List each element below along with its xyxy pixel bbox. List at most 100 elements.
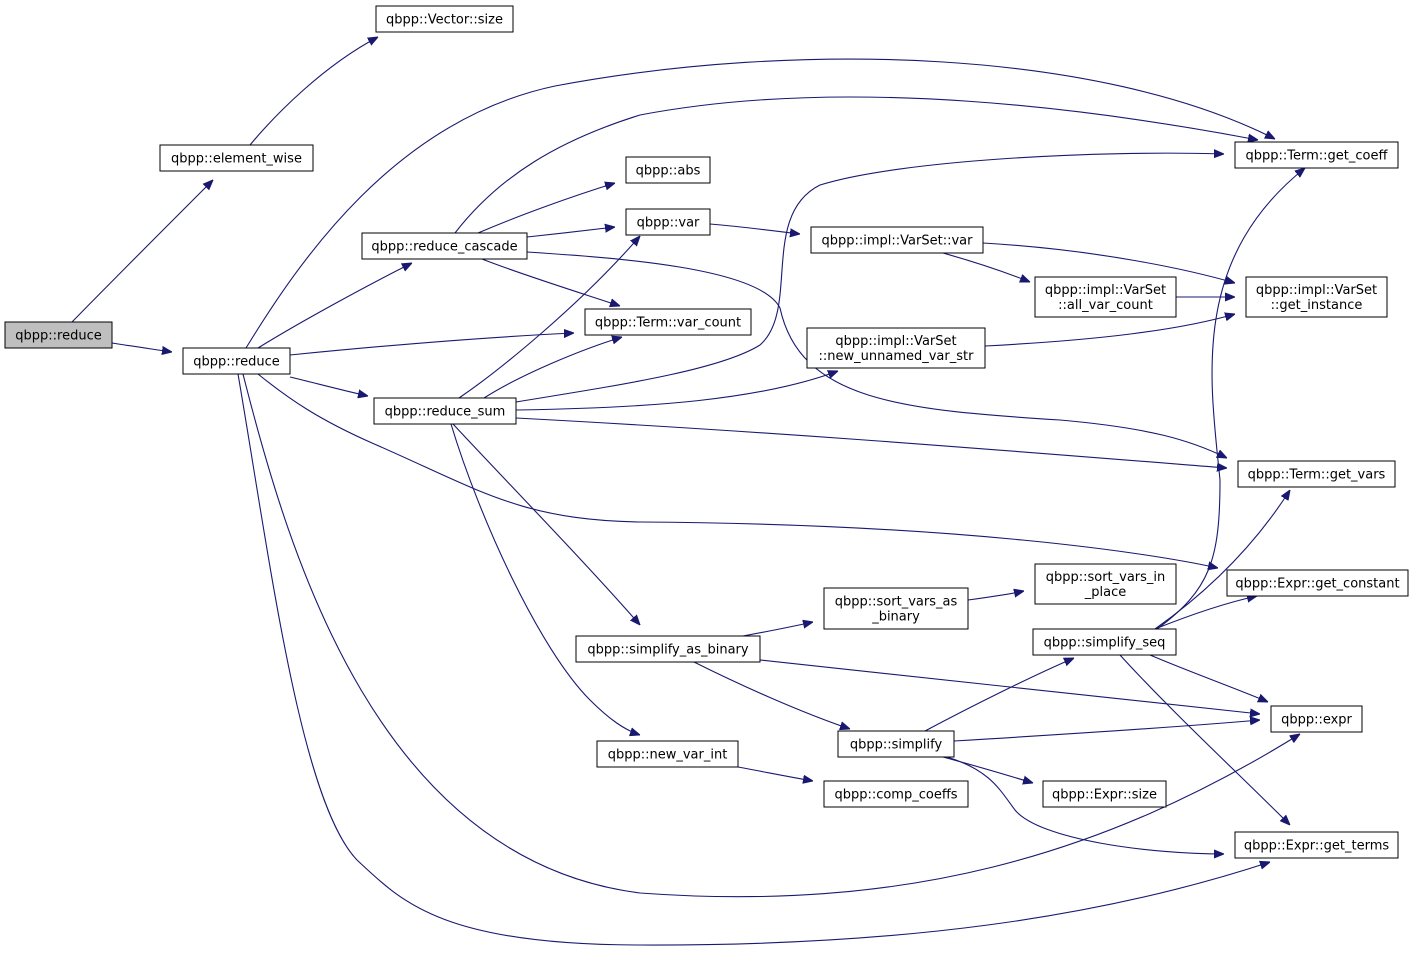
edge-reduce-cascade-to-term-var-count	[481, 258, 620, 306]
node-label: qbpp::Expr::get_constant	[1235, 577, 1399, 592]
edge-reduce-root-to-element-wise	[71, 180, 213, 323]
node-expr-get-terms[interactable]: qbpp::Expr::get_terms	[1234, 831, 1399, 859]
edge-reduce-sum-to-term-var-count	[483, 337, 622, 399]
node-label: qbpp::reduce	[15, 329, 101, 344]
node-term-get-coeff[interactable]: qbpp::Term::get_coeff	[1234, 141, 1399, 169]
node-label: qbpp::reduce_sum	[385, 405, 506, 420]
node-expr-size[interactable]: qbpp::Expr::size	[1042, 780, 1167, 808]
node-label: qbpp::impl::VarSet	[1045, 283, 1166, 298]
node-simplify-seq[interactable]: qbpp::simplify_seq	[1032, 628, 1177, 656]
node-box	[823, 587, 969, 630]
edge-element-wise-to-vector-size	[249, 37, 378, 146]
node-label: qbpp::impl::VarSet	[835, 334, 956, 349]
edge-simplify-seq-to-expr	[1149, 654, 1268, 702]
node-box	[373, 397, 517, 425]
node-label: qbpp::abs	[636, 164, 701, 179]
edge-reduce-cascade-to-abs	[477, 183, 615, 234]
edge-simplify-as-binary-to-simplify	[693, 661, 850, 729]
edge-reduce-to-reduce-cascade	[257, 263, 412, 349]
edges	[71, 37, 1305, 946]
node-sort-vars-in-place[interactable]: qbpp::sort_vars_in_place	[1034, 563, 1177, 605]
node-sort-vars-as-binary[interactable]: qbpp::sort_vars_as_binary	[823, 587, 969, 630]
node-label: _place	[1084, 585, 1126, 600]
node-label: qbpp::simplify_seq	[1044, 636, 1166, 651]
edge-simplify-to-simplify-seq	[924, 658, 1074, 732]
node-box	[823, 780, 969, 808]
node-label: qbpp::simplify	[850, 738, 943, 753]
edge-reduce-to-reduce-sum	[289, 376, 368, 396]
node-label: ::get_instance	[1271, 298, 1363, 313]
node-box	[1226, 569, 1409, 597]
node-box	[1234, 141, 1399, 169]
node-label: qbpp::expr	[1281, 713, 1352, 728]
edge-reduce-cascade-to-var	[526, 227, 615, 238]
edge-varset-var-to-get-instance	[982, 242, 1235, 283]
edge-reduce-to-expr	[242, 373, 1300, 898]
node-box	[584, 308, 752, 336]
node-new-var-int[interactable]: qbpp::new_var_int	[596, 740, 739, 768]
edge-simplify-seq-to-term-get-coeff	[1156, 168, 1305, 630]
node-box	[837, 730, 955, 758]
node-box	[159, 144, 314, 172]
node-expr-get-constant[interactable]: qbpp::Expr::get_constant	[1226, 569, 1409, 597]
node-label: qbpp::Term::get_vars	[1248, 468, 1386, 483]
node-term-get-vars[interactable]: qbpp::Term::get_vars	[1237, 460, 1396, 488]
edge-varset-var-to-all-var-count	[942, 252, 1030, 283]
node-box	[1032, 628, 1177, 656]
nodes: qbpp::reduce qbpp::Vector::sizeqbpp::elem…	[4, 5, 1409, 859]
node-box	[596, 740, 739, 768]
edge-reduce-sum-to-simplify-as-binary	[452, 423, 640, 625]
node-simplify[interactable]: qbpp::simplify	[837, 730, 955, 758]
node-box	[4, 321, 113, 349]
node-varset-var[interactable]: qbpp::impl::VarSet::var	[810, 226, 984, 254]
node-label: qbpp::Term::get_coeff	[1246, 149, 1389, 164]
edge-reduce-root-to-reduce	[111, 342, 172, 352]
node-label: qbpp::impl::VarSet	[1256, 283, 1377, 298]
node-box	[182, 347, 291, 375]
node-get-instance[interactable]: qbpp::impl::VarSet::get_instance	[1245, 276, 1388, 318]
node-expr[interactable]: qbpp::expr	[1270, 705, 1363, 733]
edge-reduce-to-expr-get-terms	[237, 373, 1270, 946]
node-box	[1237, 460, 1396, 488]
node-var[interactable]: qbpp::var	[625, 208, 711, 236]
node-box	[375, 5, 514, 33]
node-label: ::new_unnamed_var_str	[819, 349, 975, 364]
node-box	[625, 208, 711, 236]
edge-simplify-as-binary-to-expr	[759, 659, 1260, 714]
edge-reduce-to-term-var-count	[289, 333, 574, 356]
edge-reduce-sum-to-term-get-vars	[515, 417, 1227, 468]
node-label: qbpp::reduce_cascade	[371, 240, 517, 255]
node-element-wise[interactable]: qbpp::element_wise	[159, 144, 314, 172]
edge-reduce-cascade-to-term-get-vars	[526, 251, 1227, 458]
node-box	[1042, 780, 1167, 808]
node-box	[1245, 276, 1388, 318]
node-term-var-count[interactable]: qbpp::Term::var_count	[584, 308, 752, 336]
edge-simplify-seq-to-expr-get-constant	[1154, 596, 1257, 630]
node-reduce[interactable]: qbpp::reduce	[182, 347, 291, 375]
node-reduce-root[interactable]: qbpp::reduce	[4, 321, 113, 349]
node-box	[1034, 563, 1177, 605]
node-label: qbpp::sort_vars_in	[1046, 570, 1166, 585]
node-label: qbpp::sort_vars_as	[835, 595, 958, 610]
edge-reduce-to-term-get-coeff	[245, 58, 1275, 349]
node-vector-size[interactable]: qbpp::Vector::size	[375, 5, 514, 33]
node-reduce-sum[interactable]: qbpp::reduce_sum	[373, 397, 517, 425]
node-label: qbpp::Vector::size	[386, 13, 503, 28]
node-label: qbpp::var	[637, 216, 700, 231]
node-simplify-as-binary[interactable]: qbpp::simplify_as_binary	[575, 635, 761, 663]
edge-new-var-int-to-comp-coeffs	[737, 766, 813, 781]
node-new-unnamed[interactable]: qbpp::impl::VarSet::new_unnamed_var_str	[806, 327, 986, 369]
node-box	[810, 226, 984, 254]
edge-simplify-to-expr-size	[942, 756, 1033, 783]
edge-simplify-as-binary-to-sort-vars-as-binary	[742, 622, 813, 637]
node-reduce-cascade[interactable]: qbpp::reduce_cascade	[361, 232, 528, 260]
node-label: qbpp::new_var_int	[608, 748, 728, 763]
edge-reduce-sum-to-var	[458, 236, 640, 399]
node-abs[interactable]: qbpp::abs	[625, 156, 711, 184]
node-comp-coeffs[interactable]: qbpp::comp_coeffs	[823, 780, 969, 808]
edge-reduce-cascade-to-term-get-coeff	[454, 96, 1258, 234]
node-all-var-count[interactable]: qbpp::impl::VarSet::all_var_count	[1034, 276, 1177, 318]
node-label: qbpp::simplify_as_binary	[587, 643, 748, 658]
node-label: qbpp::element_wise	[171, 152, 302, 167]
